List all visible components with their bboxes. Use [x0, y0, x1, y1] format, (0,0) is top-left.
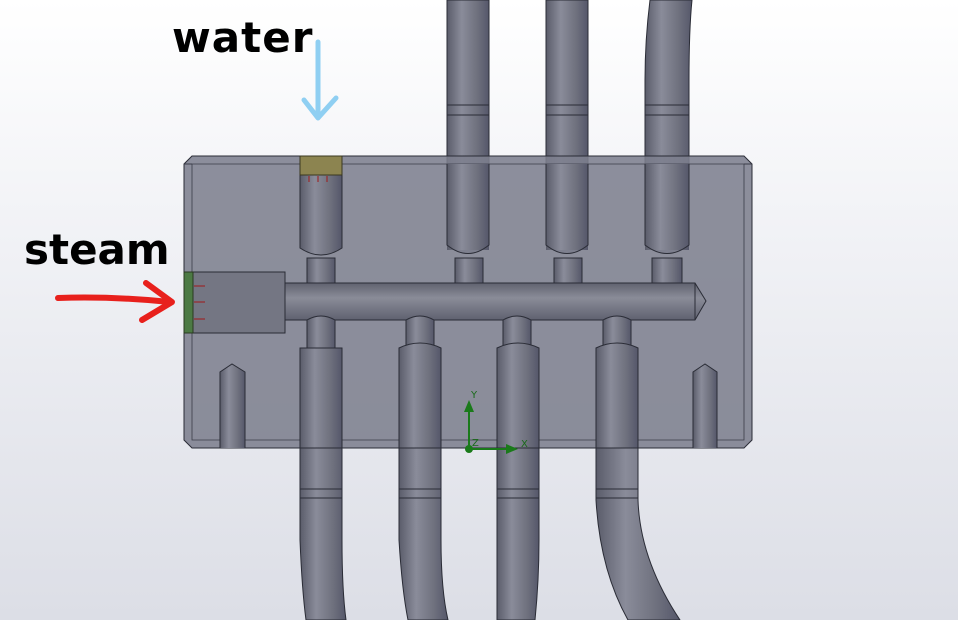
steam-label: steam	[24, 225, 170, 274]
internal-channels	[192, 164, 718, 449]
steam-inlet-face[interactable]	[183, 271, 205, 334]
bottom-pipe-2	[398, 439, 449, 620]
bottom-pipe-3	[496, 439, 540, 620]
left-pin	[219, 363, 246, 448]
steam-annotation: steam	[24, 225, 175, 323]
water-inlet-face[interactable]	[299, 155, 343, 182]
coordinate-triad: Y X Z	[464, 390, 528, 454]
triad-z-label: Z	[472, 438, 479, 449]
water-arrow-icon	[301, 39, 339, 121]
bottom-pipe-4	[595, 439, 681, 620]
triad-y-label: Y	[470, 390, 478, 401]
bottom-pipes	[299, 439, 681, 620]
bottom-pipe-1	[299, 439, 347, 620]
right-pin	[692, 363, 718, 448]
triad-x-label: X	[521, 439, 528, 450]
steam-arrow-icon	[55, 280, 175, 323]
water-annotation: water	[172, 13, 339, 121]
water-label: water	[172, 13, 313, 62]
